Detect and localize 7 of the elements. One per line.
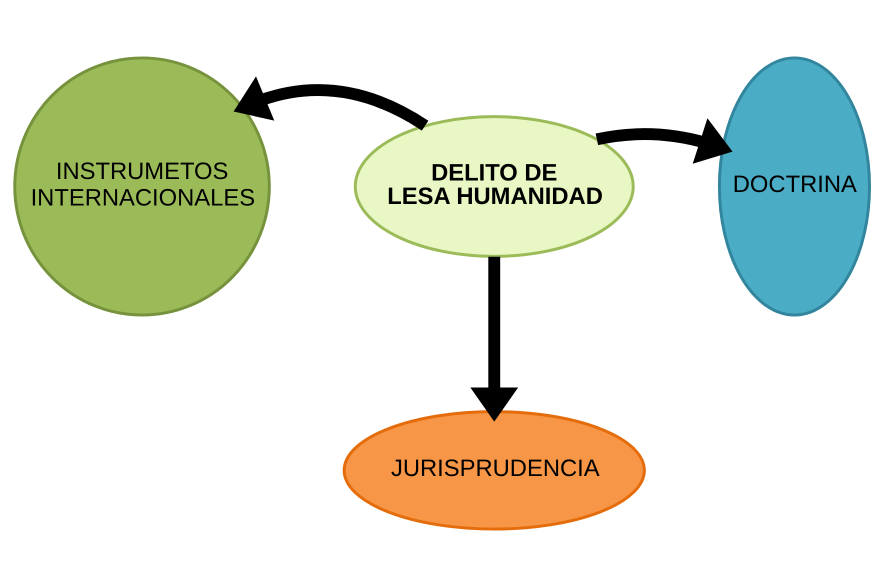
arrow <box>470 256 518 422</box>
arrow <box>234 76 428 130</box>
node-ellipse: JURISPRUDENCIA <box>342 410 646 530</box>
arrow <box>596 118 733 164</box>
node-ellipse: DOCTRINA <box>718 56 871 316</box>
node-circle: INSTRUMETOS INTERNACIONALES <box>13 56 271 316</box>
node-ellipse: DELITO DE LESA HUMANIDAD <box>354 114 635 258</box>
